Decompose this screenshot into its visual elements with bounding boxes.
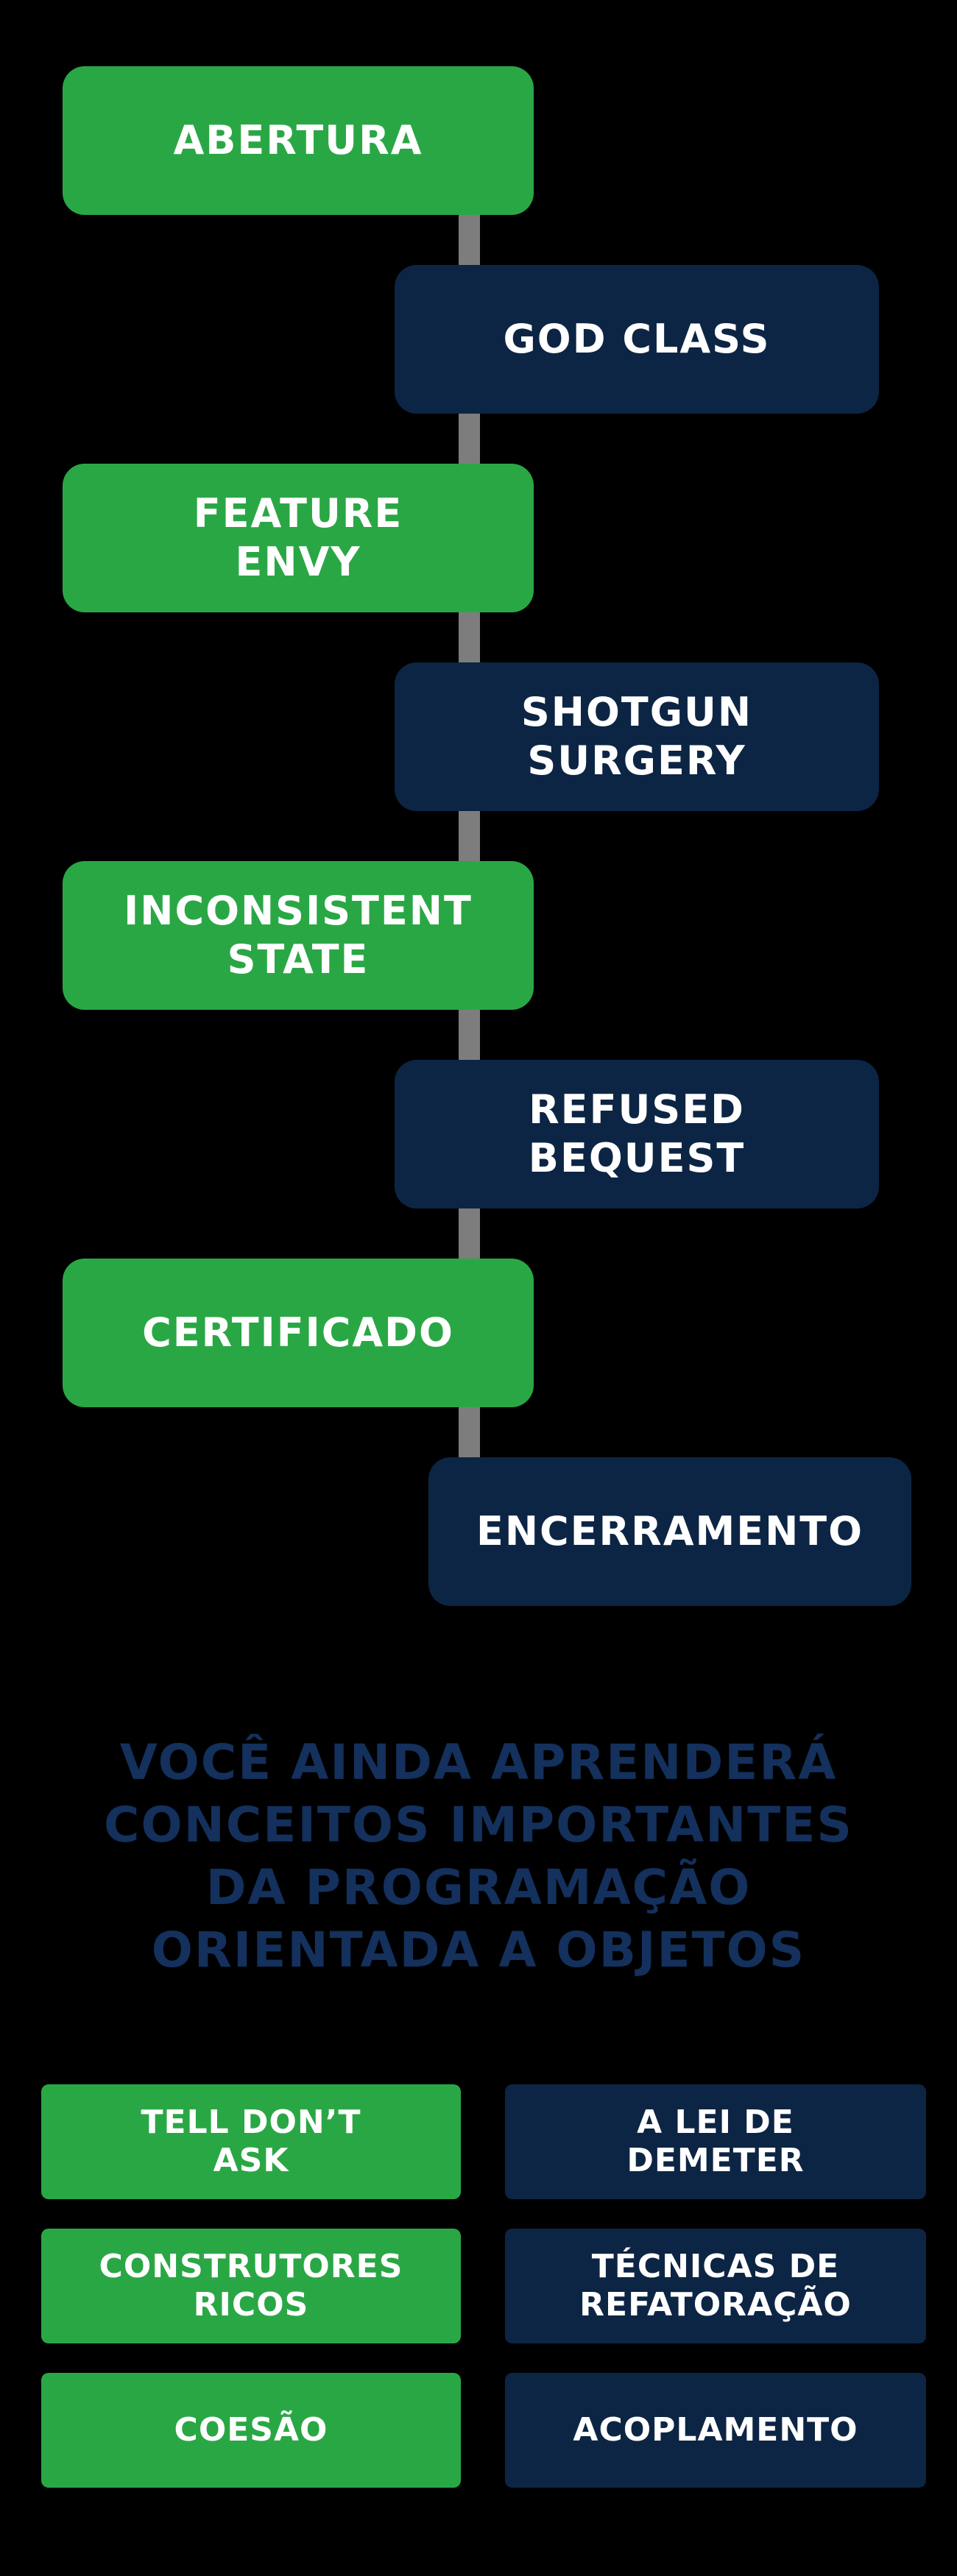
topic-box-label: ASK [213,2142,289,2179]
timeline-box-inconsistent-state: INCONSISTENT STATE [63,861,534,1010]
timeline-box-label: CERTIFICADO [142,1309,454,1356]
timeline-box-label: INCONSISTENT [124,888,473,935]
timeline-box-label: SURGERY [527,737,746,784]
timeline-box-label: BEQUEST [528,1135,746,1181]
topic-box-label: REFATORAÇÃO [579,2286,852,2324]
intro-heading: VOCÊ AINDA APRENDERÁ CONCEITOS IMPORTANT… [0,1731,957,1981]
intro-heading-line: ORIENTADA A OBJETOS [151,1922,806,1978]
timeline-box-certificado: CERTIFICADO [63,1259,534,1407]
topic-box-a-lei-de-demeter: A LEI DE DEMETER [505,2084,926,2199]
topic-box-tecnicas-de-refatoracao: TÉCNICAS DE REFATORAÇÃO [505,2229,926,2343]
topic-box-label: RICOS [193,2286,309,2324]
timeline-box-label: FEATURE [193,490,403,537]
timeline-box-refused-bequest: REFUSED BEQUEST [395,1060,879,1209]
timeline-box-god-class: GOD CLASS [395,265,879,414]
topic-box-label: CONSTRUTORES [99,2248,403,2286]
topic-box-label: COESÃO [174,2411,328,2449]
topic-box-label: A LEI DE [637,2103,794,2142]
topic-box-label: ACOPLAMENTO [573,2411,858,2449]
timeline-box-abertura: ABERTURA [63,66,534,215]
topic-box-label: TELL DON’T [141,2103,361,2142]
timeline-box-label: SHOTGUN [520,689,753,736]
topic-box-construtores-ricos: CONSTRUTORES RICOS [41,2229,461,2343]
timeline-box-label: ENVY [235,539,361,585]
topic-box-tell-dont-ask: TELL DON’T ASK [41,2084,461,2199]
intro-heading-line: CONCEITOS IMPORTANTES [104,1797,853,1853]
timeline-box-feature-envy: FEATURE ENVY [63,464,534,612]
topic-box-acoplamento: ACOPLAMENTO [505,2373,926,2488]
timeline-box-label: STATE [227,936,370,983]
topic-box-label: DEMETER [626,2142,805,2179]
intro-heading-line: VOCÊ AINDA APRENDERÁ [119,1734,838,1791]
timeline-box-label: ABERTURA [173,117,423,164]
timeline-box-label: ENCERRAMENTO [476,1508,864,1555]
intro-heading-line: DA PROGRAMAÇÃO [205,1859,752,1916]
timeline-box-encerramento: ENCERRAMENTO [428,1457,911,1606]
topic-box-label: TÉCNICAS DE [591,2248,840,2286]
timeline-box-label: GOD CLASS [503,316,771,363]
topic-box-coesao: COESÃO [41,2373,461,2488]
timeline-box-shotgun-surgery: SHOTGUN SURGERY [395,662,879,811]
timeline-box-label: REFUSED [529,1086,745,1133]
